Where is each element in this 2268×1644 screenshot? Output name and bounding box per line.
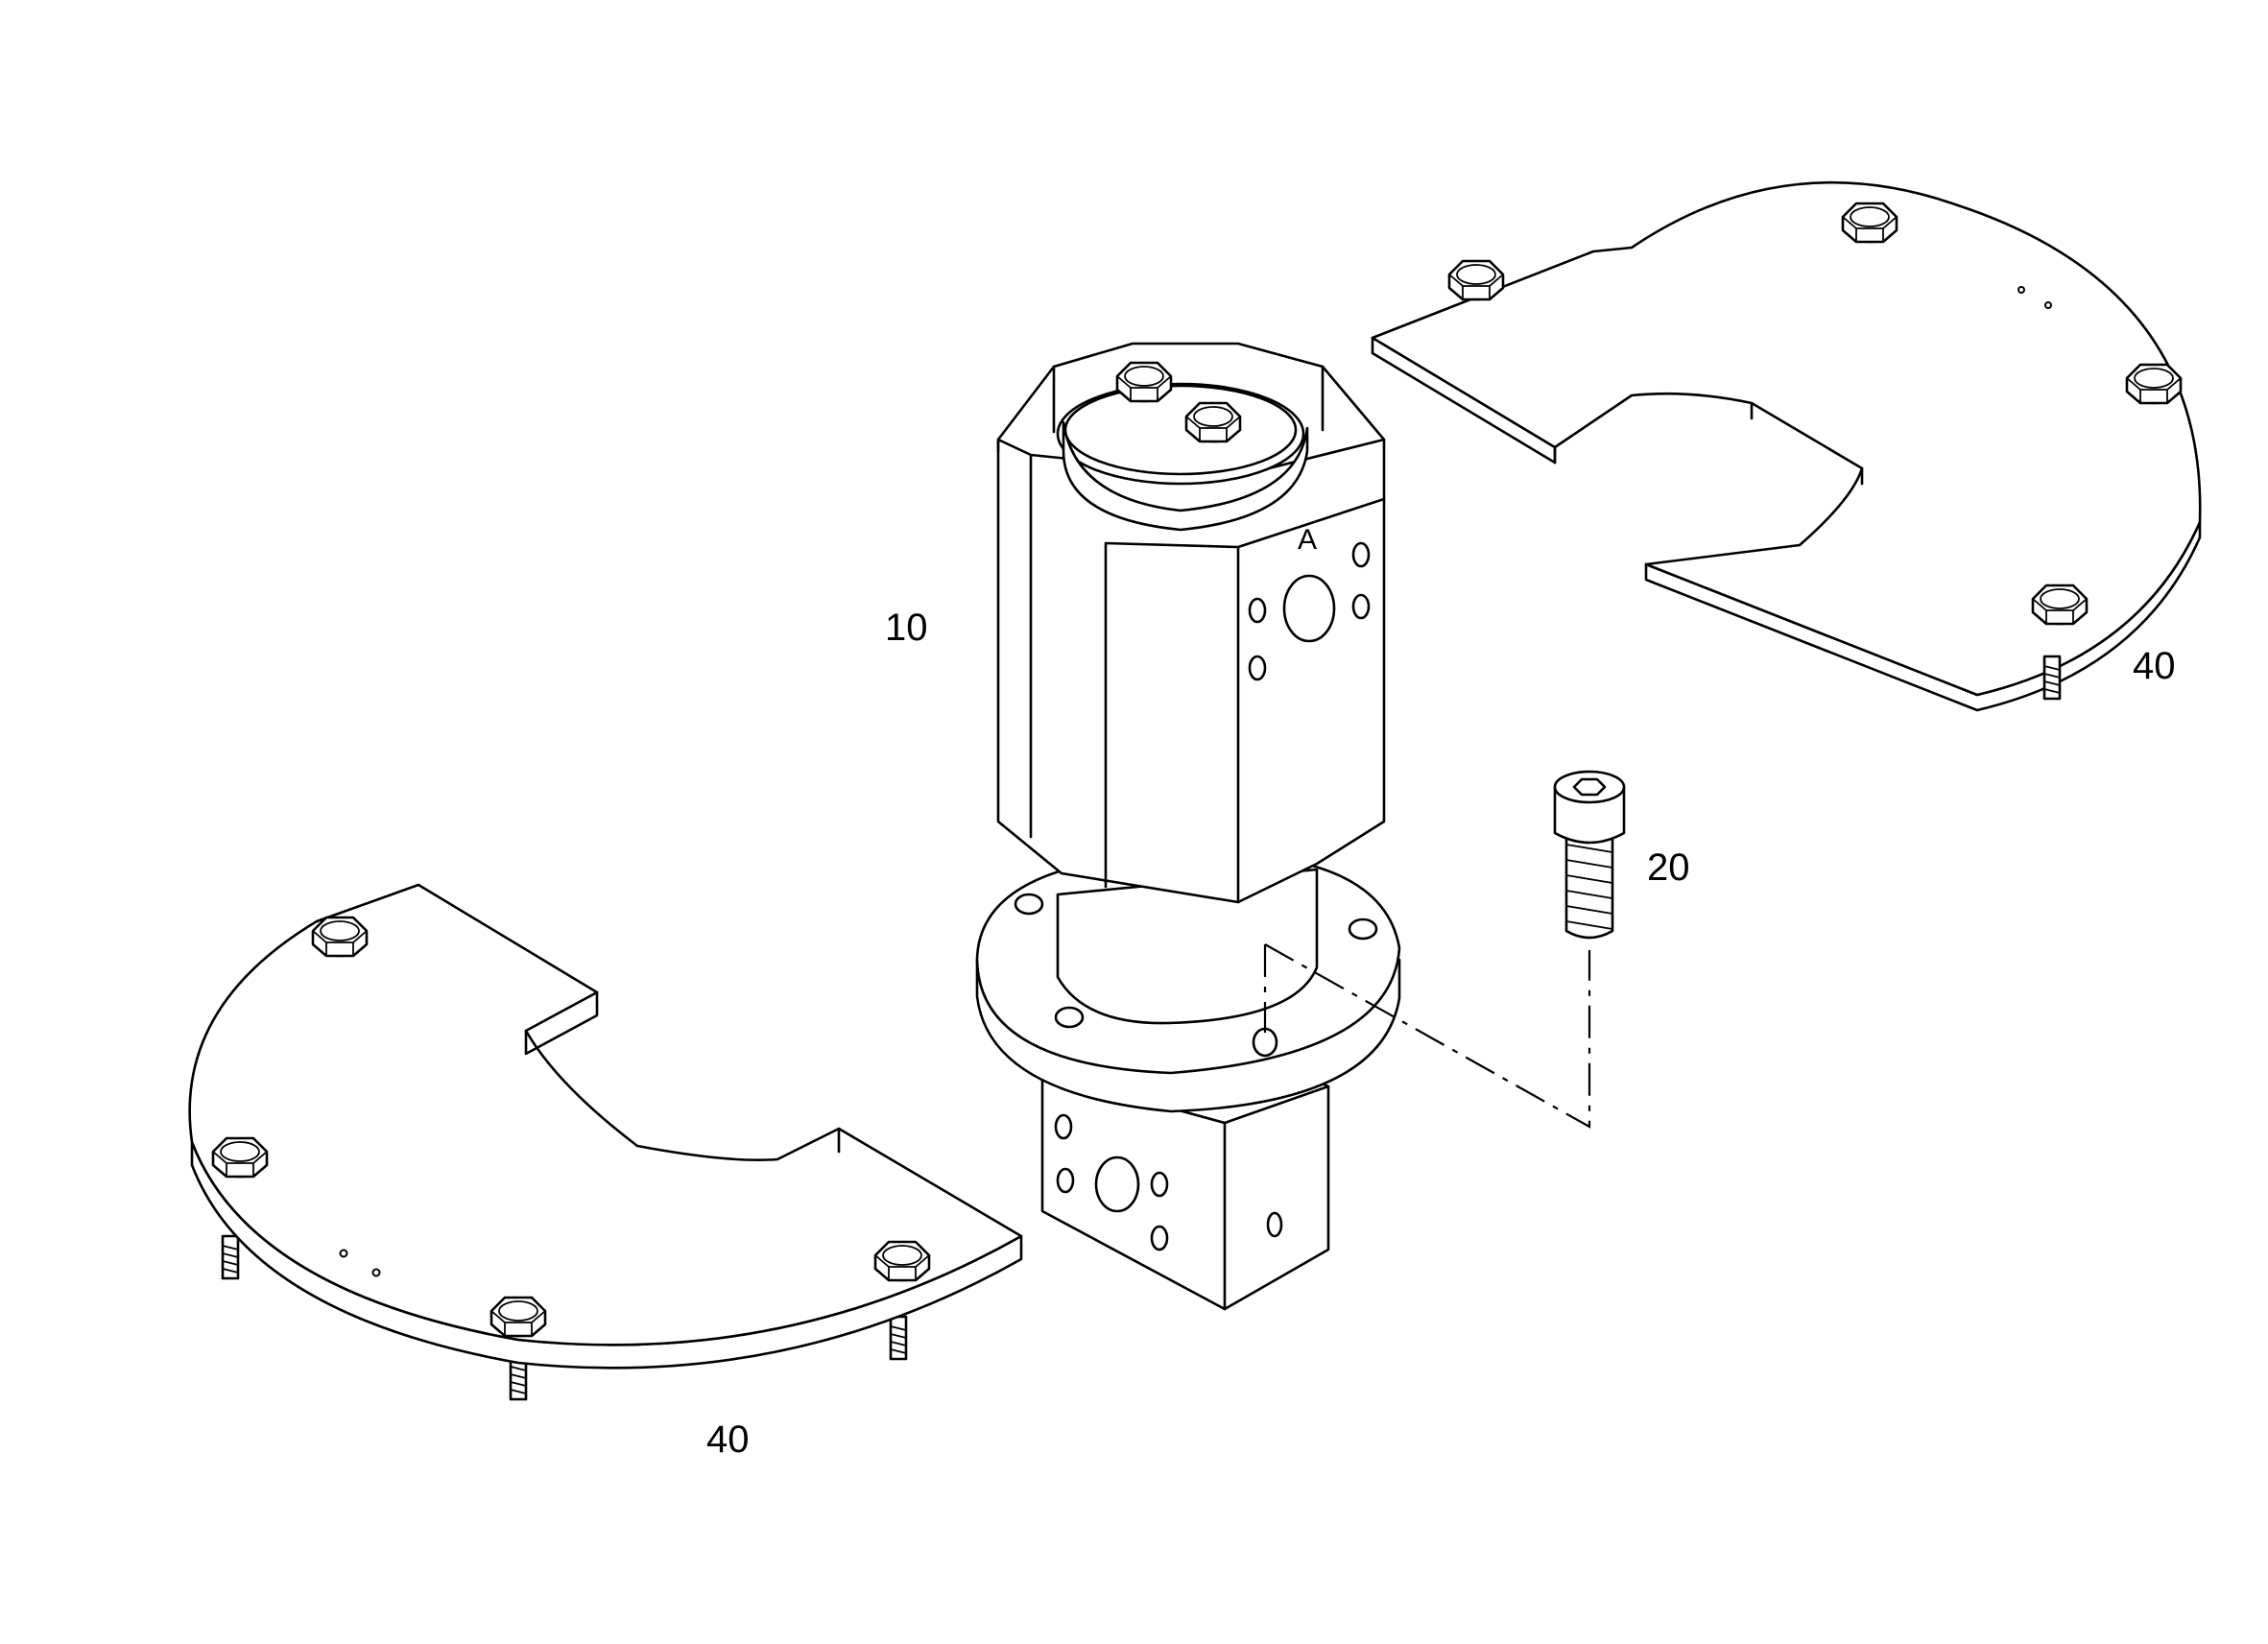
stud-pin [221, 1234, 240, 1280]
hex-bolt-icon [2125, 363, 2183, 405]
hex-bolt-icon [1115, 361, 1173, 403]
callout-item-20: 20 [1647, 846, 1690, 889]
hex-bolt-icon [211, 1136, 269, 1179]
retaining-plate-right [1371, 180, 2202, 712]
hex-bolt-icon [1841, 202, 1898, 244]
hex-bolt-icon [2031, 584, 2089, 626]
hex-bolt-icon [1447, 259, 1505, 301]
retaining-plate-left [188, 883, 1023, 1401]
hex-bolt-icon [1184, 401, 1242, 443]
callout-item-40-right: 40 [2133, 645, 2176, 687]
port-a-label: A [1298, 524, 1317, 556]
valve-assembly: A [975, 342, 1401, 1311]
assembly-centerline [1263, 943, 1591, 1129]
socket-head-screw [1553, 770, 1626, 940]
hex-bolt-icon [873, 1240, 931, 1282]
callout-item-10: 10 [885, 607, 928, 649]
stud-pin [889, 1315, 908, 1361]
hex-bolt-icon [311, 916, 369, 958]
callout-item-40-left: 40 [706, 1418, 750, 1461]
hex-bolt-icon [489, 1296, 547, 1338]
stud-pin [2042, 655, 2062, 701]
